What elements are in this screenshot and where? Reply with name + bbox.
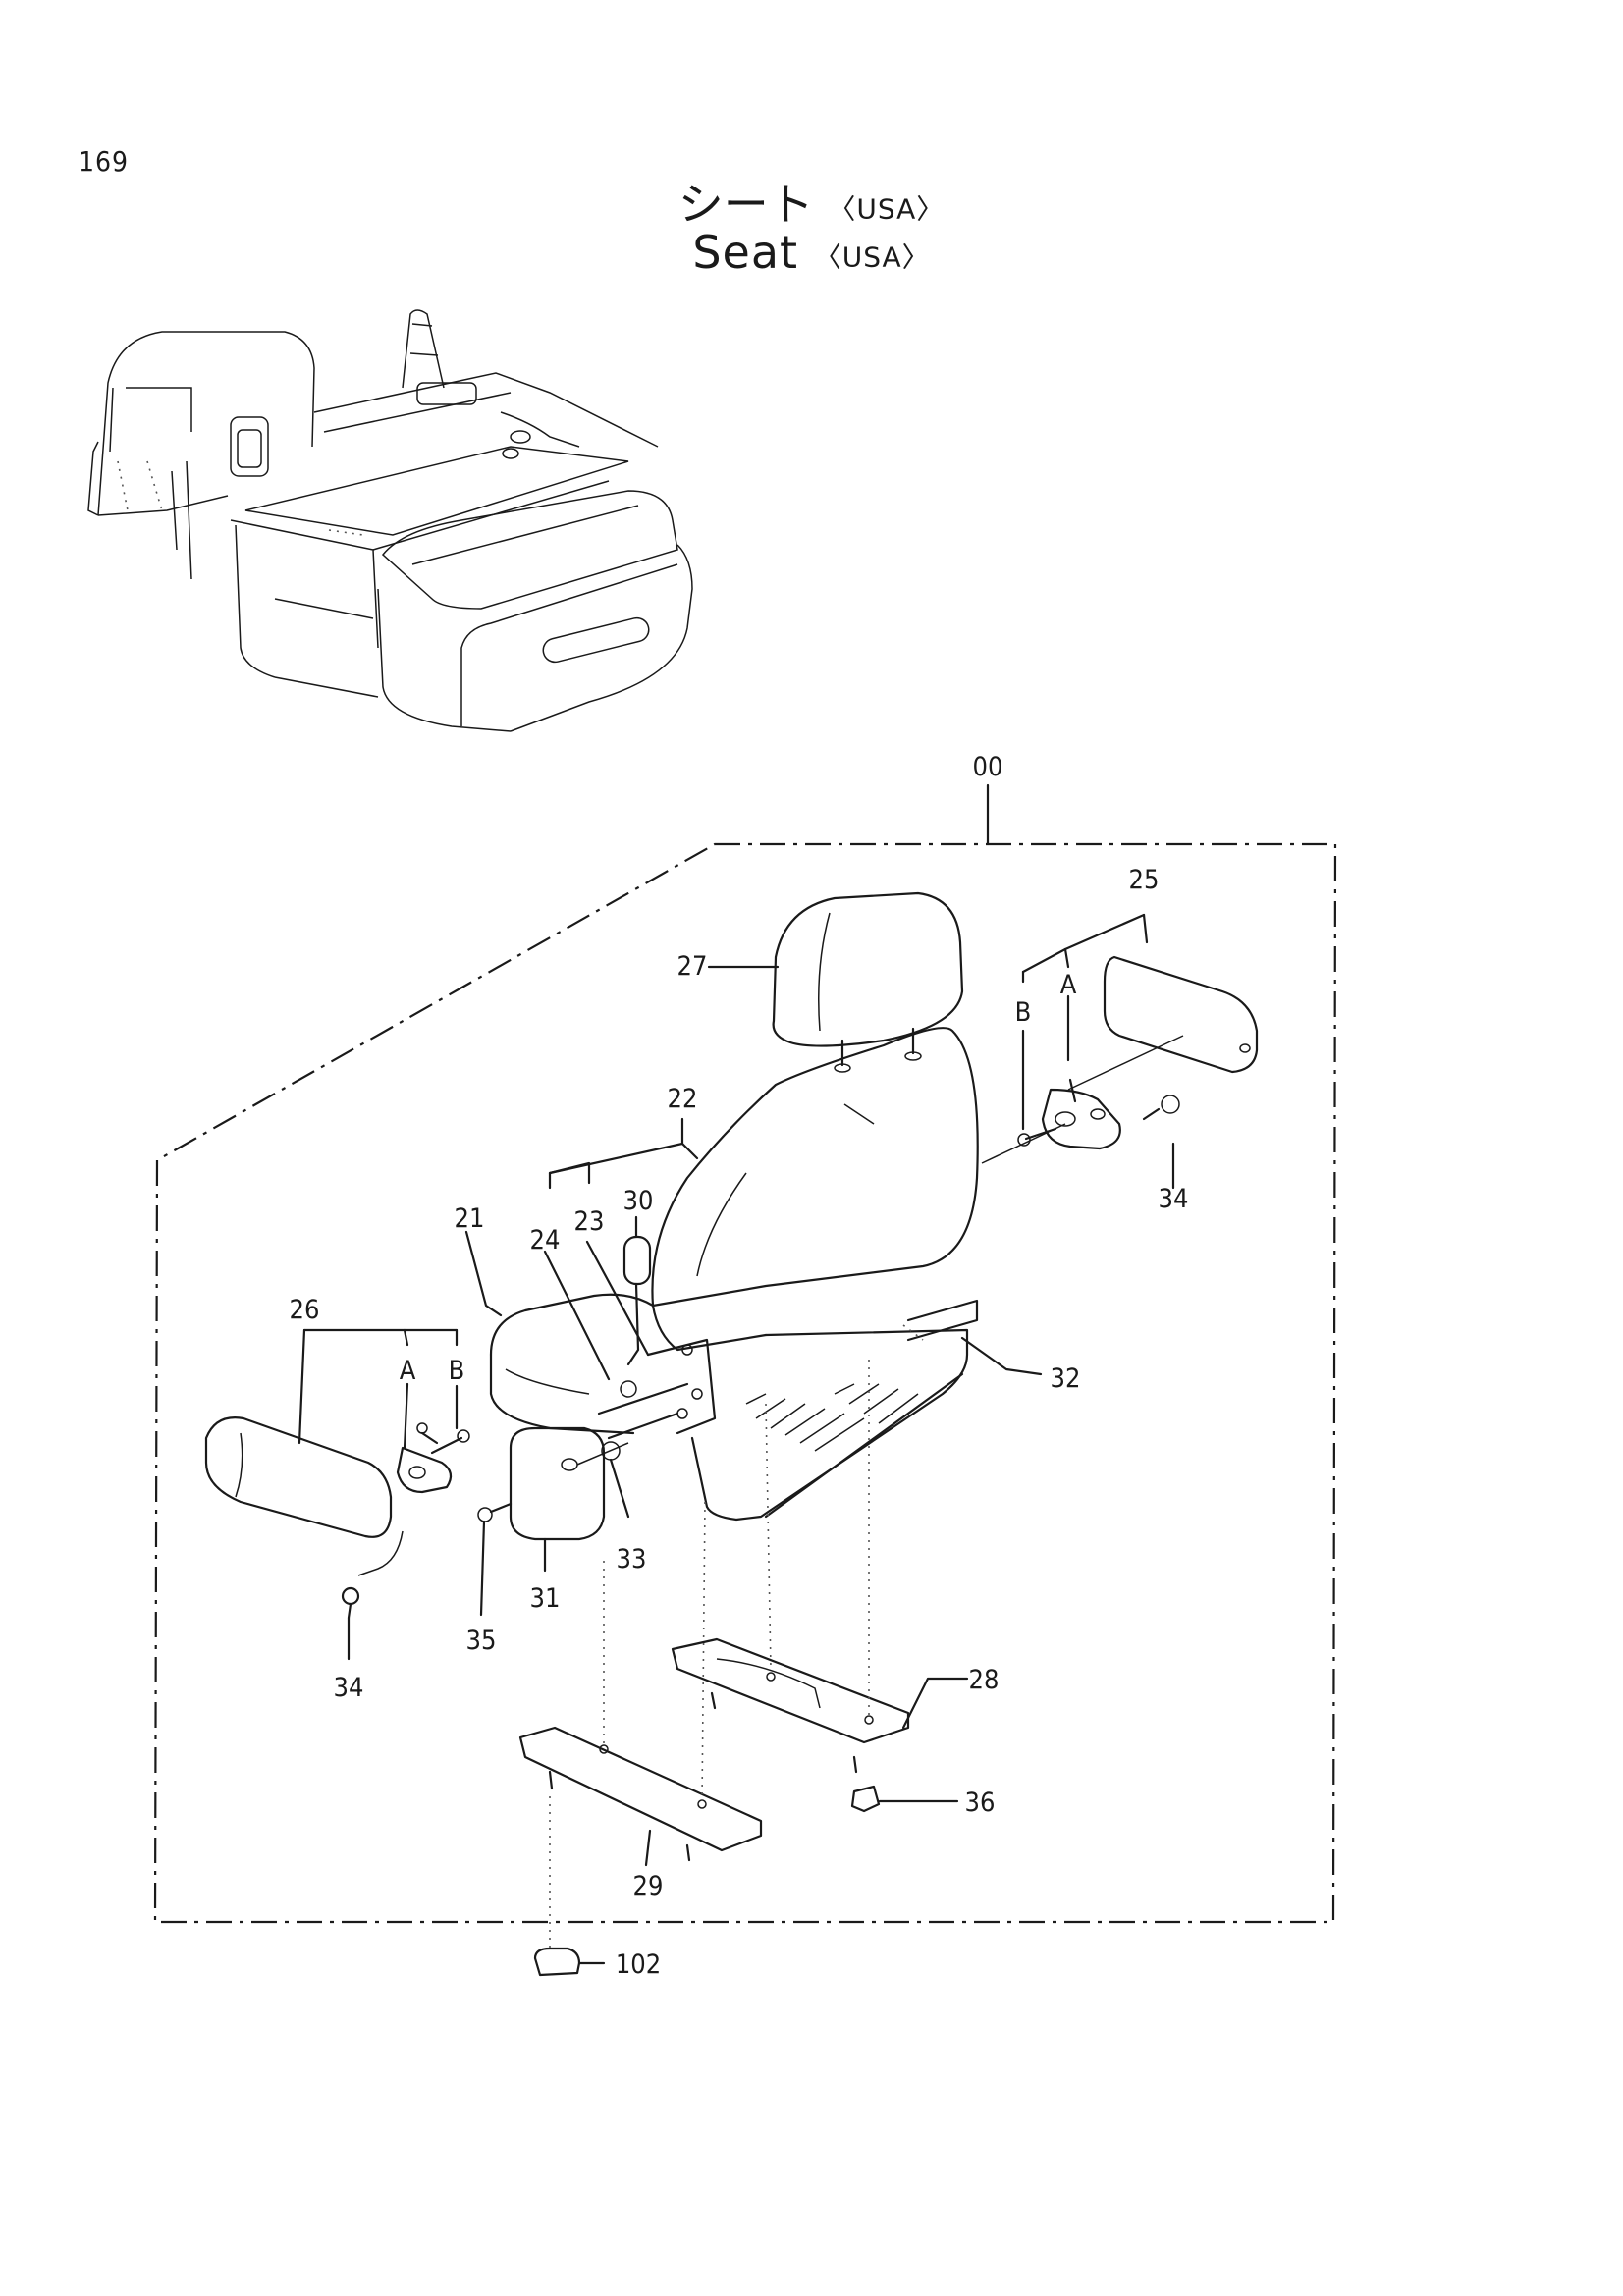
machine-overview-illustration: [87, 309, 693, 732]
title-japanese-text: シート: [677, 178, 814, 231]
callout-34-right: 34: [1159, 1184, 1189, 1214]
callout-21: 21: [455, 1203, 485, 1234]
callout-32: 32: [1051, 1363, 1081, 1394]
callout-00: 00: [973, 752, 1003, 782]
callout-25: 25: [1129, 865, 1160, 895]
callout-102: 102: [616, 1949, 661, 1980]
part-31-plate: [509, 1426, 629, 1541]
armrest-right: [981, 955, 1259, 1164]
callout-labels: 00 25 27 A B 22 34 30 21 23 24 26 A B 32…: [290, 752, 1189, 1980]
title-japanese-variant: 〈USA〉: [828, 192, 946, 226]
callout-B-right: B: [1015, 997, 1032, 1028]
title-english: Seat 〈USA〉: [0, 226, 1623, 279]
seat-cushion: [489, 1293, 979, 1522]
callout-28: 28: [969, 1665, 1000, 1695]
assembly-boundary: [153, 842, 1337, 1924]
title-english-variant: 〈USA〉: [813, 240, 931, 274]
callout-24: 24: [530, 1225, 561, 1255]
callout-A-left: A: [400, 1356, 416, 1386]
callout-29: 29: [633, 1871, 664, 1901]
callout-35: 35: [466, 1626, 497, 1656]
callout-B-left: B: [449, 1356, 465, 1386]
seat-back: [651, 1027, 979, 1352]
callout-36: 36: [965, 1788, 996, 1818]
callout-26: 26: [290, 1295, 320, 1325]
armrest-left: [204, 1416, 513, 1620]
callout-31: 31: [530, 1583, 561, 1614]
headrest: [772, 891, 964, 1073]
callout-23: 23: [574, 1206, 605, 1237]
callout-34-left: 34: [334, 1673, 364, 1703]
lever-and-adjuster: [597, 1235, 717, 1461]
seat-rails: [518, 1637, 910, 1977]
assembly-lines: [549, 1324, 924, 1949]
callout-27: 27: [677, 951, 708, 982]
title-japanese: シート 〈USA〉: [0, 169, 1623, 234]
page-number: 169: [79, 145, 130, 178]
leader-lines: [298, 913, 1175, 1965]
callout-33: 33: [617, 1544, 647, 1575]
title-english-text: Seat: [692, 226, 799, 279]
callout-22: 22: [668, 1084, 698, 1114]
callout-A-right: A: [1060, 970, 1077, 1000]
callout-30: 30: [623, 1186, 654, 1216]
